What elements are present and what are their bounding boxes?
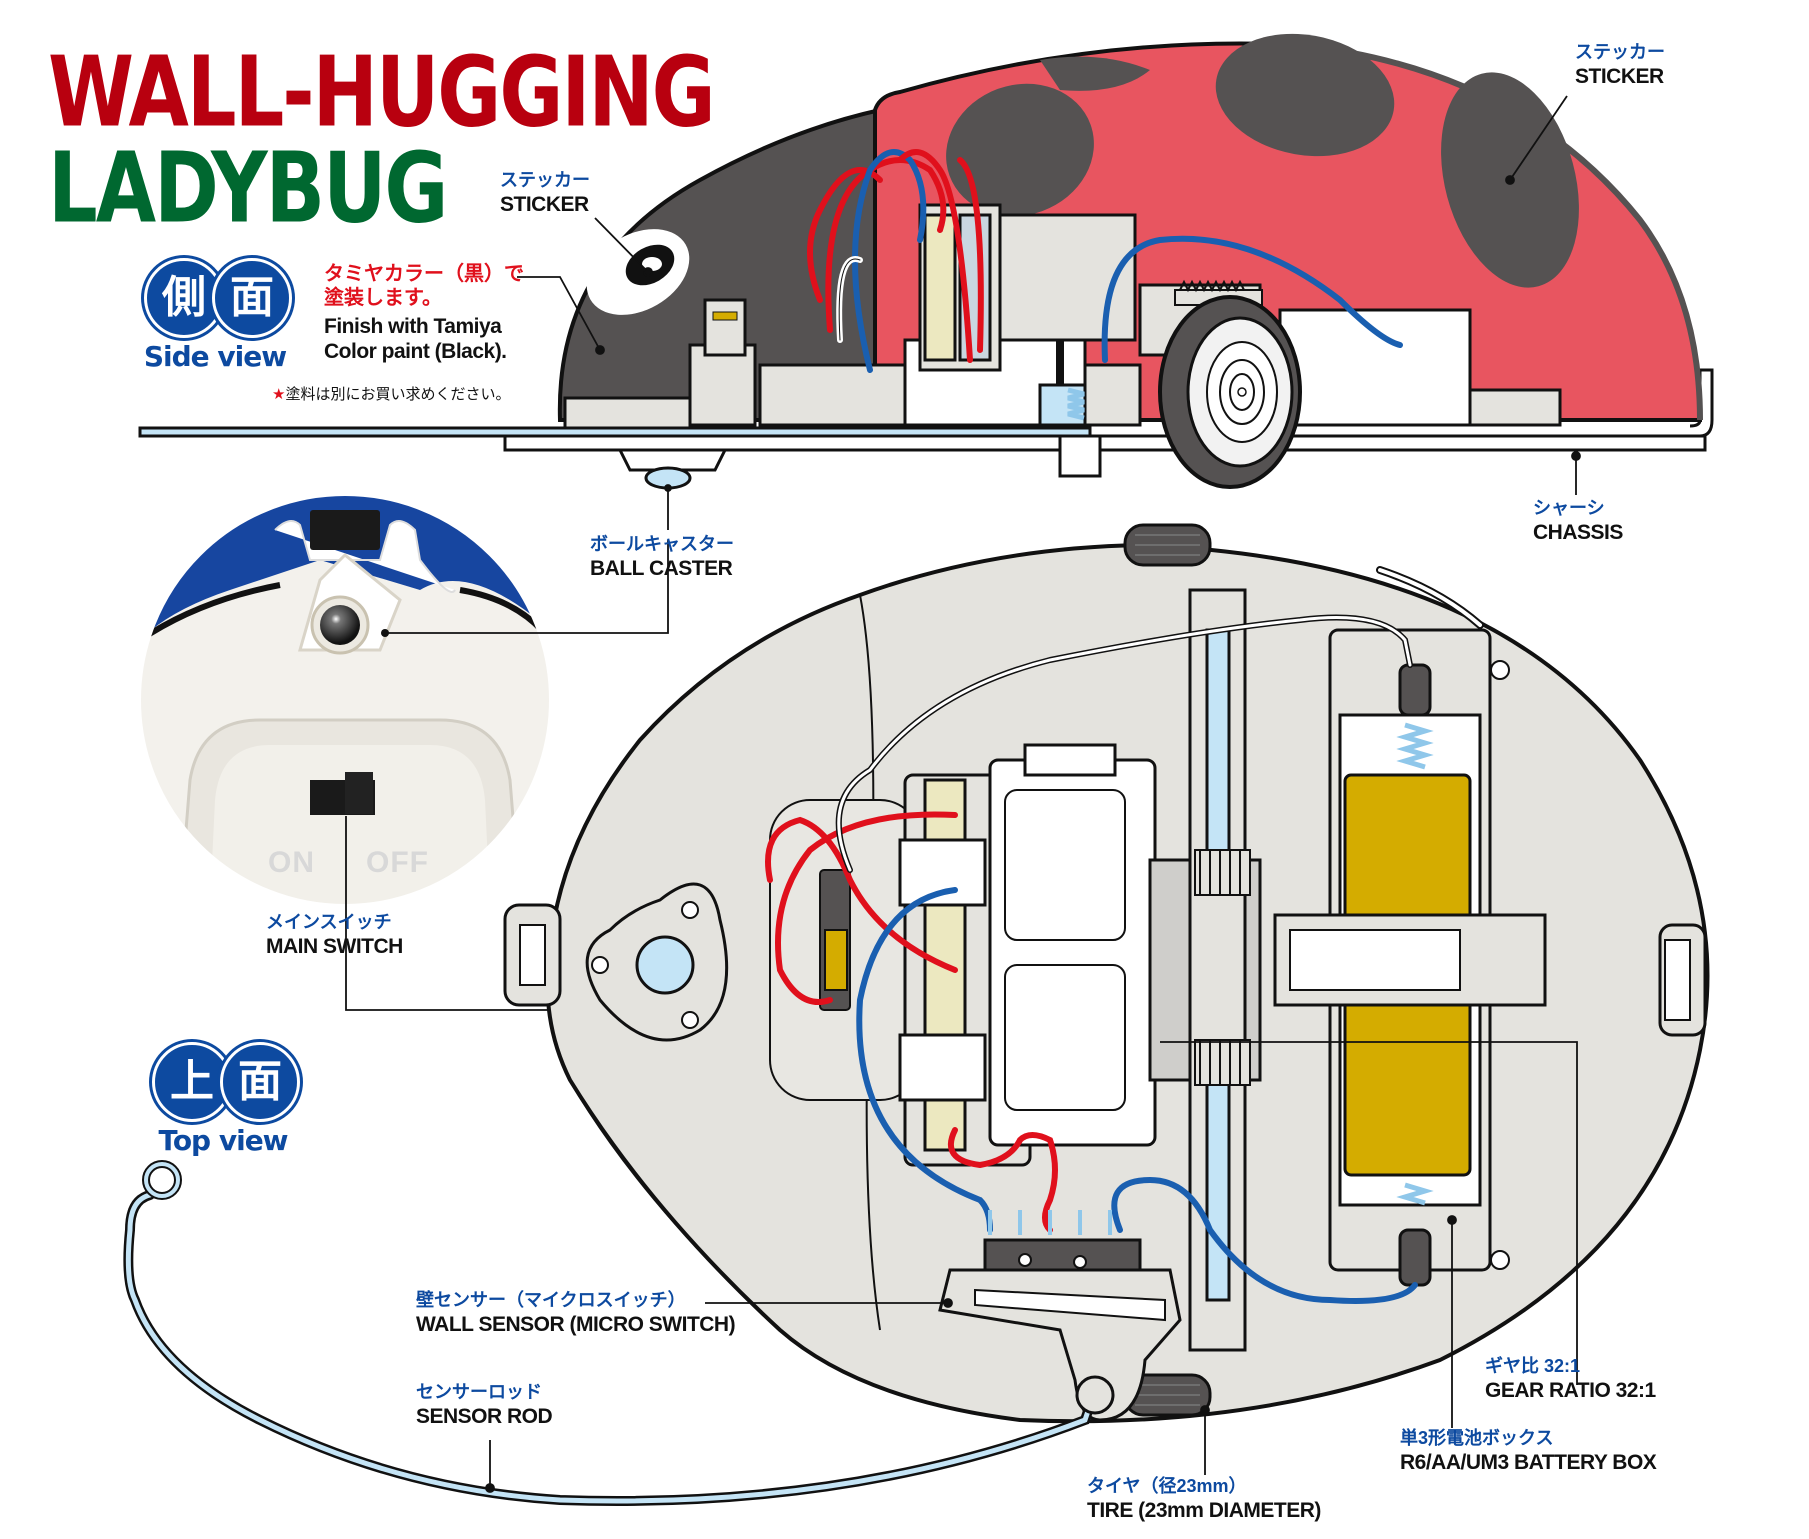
callout-en: CHASSIS: [1533, 520, 1623, 544]
side-view-badge: 側 面 Side view: [140, 258, 292, 373]
callout-sticker-front: ステッカー STICKER: [500, 170, 590, 217]
callout-jp: タイヤ（径23mm）: [1087, 1476, 1247, 1496]
ball-caster-side: [617, 448, 728, 490]
badge-kanji-2: 面: [220, 1042, 300, 1122]
callout-en: GEAR RATIO 32:1: [1485, 1378, 1656, 1402]
wires-side: [807, 149, 1403, 373]
wires-top: [765, 614, 1418, 1304]
badge-kanji-2: 面: [212, 258, 292, 338]
badge-kanji-1: 上: [152, 1042, 232, 1122]
side-view-caption: Side view: [143, 340, 287, 373]
paint-footnote: ★塗料は別にお買い求めください。: [272, 386, 510, 404]
callout-battery-box: 単3形電池ボックス R6/AA/UM3 BATTERY BOX: [1400, 1428, 1657, 1475]
switch-off-label: OFF: [366, 846, 429, 879]
callout-jp: ギヤ比 32:1: [1485, 1356, 1581, 1376]
battery-box-top: [1273, 628, 1547, 1287]
top-view-badge: 上 面 Top view: [148, 1042, 300, 1157]
chassis-side: [138, 368, 1714, 478]
title-line-2: LADYBUG: [48, 132, 448, 245]
title-line-1: WALL-HUGGING: [48, 36, 716, 149]
shell-head: [557, 107, 882, 422]
callout-gear-ratio: ギヤ比 32:1 GEAR RATIO 32:1: [1485, 1356, 1656, 1403]
callout-ball-caster: ボールキャスター BALL CASTER: [590, 534, 734, 581]
callout-en: R6/AA/UM3 BATTERY BOX: [1400, 1450, 1657, 1474]
callout-jp: シャーシ: [1533, 498, 1605, 518]
leader-lines-side: [517, 95, 1581, 530]
paint-note-en-1: Finish with Tamiya: [324, 315, 502, 338]
spring-side: [1067, 387, 1085, 421]
callout-en: STICKER: [1575, 64, 1664, 88]
callout-en: TIRE (23mm DIAMETER): [1087, 1498, 1321, 1522]
callout-en: STICKER: [500, 192, 589, 216]
callout-en: MAIN SWITCH: [266, 934, 403, 958]
worm-gears: [1194, 849, 1251, 1086]
callout-main-switch: メインスイッチ MAIN SWITCH: [266, 912, 403, 959]
callout-sticker-rear: ステッカー STICKER: [1575, 42, 1665, 89]
paint-note: タミヤカラー（黒）で 塗装します。 Finish with Tamiya Col…: [324, 262, 524, 364]
paint-note-jp-1: タミヤカラー（黒）で: [324, 263, 524, 285]
eye-sticker: [586, 229, 690, 315]
paint-note-en-2: Color paint (Black).: [324, 340, 507, 364]
callout-tire: タイヤ（径23mm） TIRE (23mm DIAMETER): [1087, 1476, 1321, 1523]
callout-wall-sensor: 壁センサー（マイクロスイッチ） WALL SENSOR (MICRO SWITC…: [416, 1290, 736, 1337]
callout-jp: ステッカー: [1575, 42, 1665, 62]
top-view-drawing: [123, 523, 1710, 1506]
tire-top: [1123, 523, 1212, 1417]
caster-mount-top: [585, 882, 729, 1042]
leader-lines-top: [485, 1041, 1578, 1493]
paint-note-jp-2: 塗装します。: [324, 287, 442, 309]
callout-jp: ボールキャスター: [590, 534, 734, 554]
paint-footnote-text: 塗料は別にお買い求めください。: [285, 386, 511, 403]
micro-switch-top: [938, 1210, 1182, 1422]
callout-en: SENSOR ROD: [416, 1404, 553, 1428]
motor-block-top: [898, 588, 1262, 1352]
callout-en: WALL SENSOR (MICRO SWITCH): [416, 1312, 736, 1336]
photo-inset: [139, 494, 840, 1011]
callout-jp: ステッカー: [500, 170, 590, 190]
side-view-drawing: [138, 33, 1714, 530]
callout-jp: 単3形電池ボックス: [1400, 1428, 1554, 1448]
star-icon: ★: [272, 386, 286, 403]
callout-jp: 壁センサー（マイクロスイッチ）: [416, 1290, 686, 1310]
wheel-side: [1158, 279, 1302, 489]
callout-sensor-rod: センサーロッド SENSOR ROD: [416, 1382, 553, 1429]
sensor-rod: [123, 1160, 1115, 1506]
callout-jp: メインスイッチ: [266, 912, 392, 932]
badge-kanji-1: 側: [144, 258, 224, 338]
callout-chassis: シャーシ CHASSIS: [1533, 498, 1623, 545]
internal-mechanics: [563, 203, 1562, 430]
switch-on-label: ON: [268, 846, 315, 879]
top-view-caption: Top view: [158, 1124, 288, 1157]
callout-jp: センサーロッド: [416, 1382, 542, 1402]
callout-en: BALL CASTER: [590, 556, 733, 580]
